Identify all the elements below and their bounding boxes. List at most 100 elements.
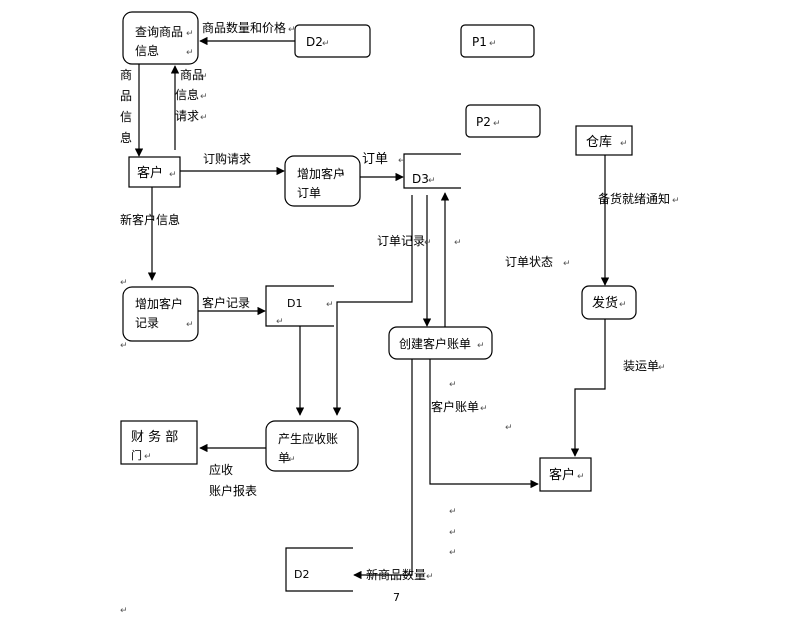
process-add-order-line2: 订单 bbox=[297, 186, 321, 200]
flow-product-request-line-3: 请求 bbox=[175, 109, 199, 123]
paragraph-mark-icon: ↵ bbox=[398, 156, 406, 166]
flow-product-info-char-1: 商 bbox=[120, 67, 132, 82]
paragraph-mark-icon: ↵ bbox=[426, 572, 434, 582]
flow-receivable-report-label: 应收 账户报表 bbox=[209, 462, 257, 498]
paragraph-mark-icon: ↵ bbox=[493, 119, 501, 129]
flow-customer-record-label: 客户记录 bbox=[202, 295, 250, 310]
process-query-product-line1: 查询商品 bbox=[135, 24, 183, 39]
paragraph-mark-icon: ↵ bbox=[477, 341, 485, 351]
paragraph-mark-icon: ↵ bbox=[505, 423, 513, 433]
datastore-d3[interactable]: D3 bbox=[403, 153, 461, 189]
paragraph-mark-icon: ↵ bbox=[672, 196, 680, 206]
process-p1[interactable]: P1 bbox=[460, 24, 535, 58]
entity-customer-bottom[interactable]: 客户 bbox=[539, 457, 592, 492]
datastore-d2-top[interactable]: D2 bbox=[294, 24, 371, 58]
paragraph-mark-icon: ↵ bbox=[658, 363, 666, 373]
paragraph-mark-icon: ↵ bbox=[186, 48, 194, 58]
paragraph-mark-icon: ↵ bbox=[424, 238, 432, 248]
entity-customer-top-label: 客户 bbox=[137, 165, 163, 181]
flow-order-label: 订单 bbox=[362, 152, 388, 167]
flow-shipping-note-label: 装运单 bbox=[623, 359, 659, 373]
flow-qty-price-label: 商品数量和价格 bbox=[202, 20, 286, 35]
datastore-d3-label: D3 bbox=[412, 172, 429, 186]
flow-ready-notice-label: 备货就绪通知 bbox=[598, 191, 670, 206]
flow-customer-bill-label: 客户账单 bbox=[431, 399, 479, 414]
process-shipping-label: 发货 bbox=[592, 295, 618, 311]
paragraph-mark-icon: ↵ bbox=[619, 300, 627, 310]
flow-customer-bill-arrow bbox=[429, 359, 539, 489]
paragraph-mark-icon: ↵ bbox=[169, 170, 177, 180]
paragraph-mark-icon: ↵ bbox=[120, 341, 128, 351]
flow-d3-to-receivable-arrow bbox=[332, 195, 413, 416]
flow-product-info-char-3: 信 bbox=[120, 110, 132, 124]
datastore-d2-top-label: D2 bbox=[306, 35, 323, 49]
paragraph-mark-icon: ↵ bbox=[577, 472, 585, 482]
process-add-customer-record[interactable]: 增加客户 记录 bbox=[122, 286, 199, 342]
flow-product-info-label: 商 品 信 息 bbox=[120, 67, 132, 145]
flow-receivable-report-line-1: 应收 bbox=[209, 462, 233, 477]
page-number: 7 bbox=[393, 591, 400, 604]
flow-receivable-report-line-2: 账户报表 bbox=[209, 483, 257, 498]
entity-finance[interactable]: 财 务 部 门 bbox=[120, 420, 198, 465]
paragraph-mark-icon: ↵ bbox=[200, 92, 208, 102]
process-add-customer-record-line1: 增加客户 bbox=[135, 296, 183, 311]
paragraph-mark-icon: ↵ bbox=[144, 452, 152, 462]
process-p2[interactable]: P2 bbox=[465, 104, 541, 138]
paragraph-mark-icon: ↵ bbox=[326, 300, 334, 310]
paragraph-mark-icon: ↵ bbox=[428, 176, 436, 186]
datastore-d2-bottom-label: D2 bbox=[294, 568, 309, 581]
flow-order-record-label: 订单记录 bbox=[377, 234, 425, 248]
paragraph-mark-icon: ↵ bbox=[322, 39, 330, 49]
paragraph-mark-icon: ↵ bbox=[454, 238, 462, 248]
flow-shipping-note-arrow bbox=[570, 319, 606, 457]
paragraph-mark-icon: ↵ bbox=[449, 548, 457, 558]
paragraph-mark-icon: ↵ bbox=[563, 259, 571, 269]
paragraph-mark-icon: ↵ bbox=[120, 278, 128, 288]
paragraph-mark-icon: ↵ bbox=[288, 455, 296, 465]
flow-product-info-char-2: 品 bbox=[120, 89, 132, 103]
paragraph-mark-icon: ↵ bbox=[120, 606, 128, 616]
process-shipping[interactable]: 发货 bbox=[581, 285, 637, 320]
entity-warehouse[interactable]: 仓库 bbox=[575, 125, 633, 156]
flow-order-request-label: 订购请求 bbox=[203, 151, 251, 166]
paragraph-mark-icon: ↵ bbox=[449, 507, 457, 517]
flow-order-status-label: 订单状态 bbox=[505, 255, 553, 269]
process-create-bill-label: 创建客户账单 bbox=[399, 336, 471, 351]
process-generate-receivable-line2: 单 bbox=[278, 451, 290, 465]
flow-product-request-label: 商品 信息 请求 bbox=[175, 67, 204, 123]
entity-finance-line1: 财 务 部 bbox=[131, 429, 178, 445]
paragraph-mark-icon: ↵ bbox=[186, 29, 194, 39]
datastore-d1-label: D1 bbox=[287, 297, 302, 310]
flow-product-request-line-1: 商品 bbox=[180, 67, 204, 82]
process-p1-label: P1 bbox=[472, 35, 487, 49]
flow-new-product-qty-label: 新商品数量 bbox=[366, 567, 426, 582]
paragraph-marks: ↵ ↵ ↵ ↵ ↵ ↵ ↵ ↵ ↵ ↵ ↵ ↵ ↵ ↵ ↵ ↵ ↵ ↵ ↵ ↵ … bbox=[120, 25, 680, 616]
flow-product-request-line-2: 信息 bbox=[175, 87, 199, 102]
flow-new-customer-info-label: 新客户信息 bbox=[120, 212, 180, 227]
process-add-order[interactable]: 增加客户 订单 bbox=[284, 155, 361, 207]
datastore-d2-bottom[interactable]: D2 bbox=[285, 547, 353, 592]
paragraph-mark-icon: ↵ bbox=[288, 25, 296, 35]
process-p2-label: P2 bbox=[476, 115, 491, 129]
process-add-customer-record-line2: 记录 bbox=[135, 316, 159, 330]
process-create-bill[interactable]: 创建客户账单 bbox=[388, 326, 493, 360]
paragraph-mark-icon: ↵ bbox=[338, 171, 346, 181]
flow-new-product-qty-arrow bbox=[353, 359, 413, 580]
entity-customer-top[interactable]: 客户 bbox=[128, 156, 181, 188]
process-add-order-line1: 增加客户 bbox=[297, 166, 345, 181]
paragraph-mark-icon: ↵ bbox=[186, 320, 194, 330]
paragraph-mark-icon: ↵ bbox=[276, 317, 284, 327]
process-generate-receivable-line1: 产生应收账 bbox=[278, 431, 338, 446]
paragraph-mark-icon: ↵ bbox=[480, 404, 488, 414]
paragraph-mark-icon: ↵ bbox=[620, 139, 628, 149]
entity-customer-bottom-label: 客户 bbox=[549, 467, 575, 483]
entity-finance-line2: 门 bbox=[131, 448, 142, 462]
flow-product-info-char-4: 息 bbox=[120, 130, 132, 145]
process-query-product[interactable]: 查询商品 信息 bbox=[122, 11, 199, 65]
process-generate-receivable[interactable]: 产生应收账 单 bbox=[265, 420, 359, 472]
process-query-product-line2: 信息 bbox=[135, 43, 159, 58]
paragraph-mark-icon: ↵ bbox=[449, 528, 457, 538]
entity-warehouse-label: 仓库 bbox=[586, 134, 612, 150]
paragraph-mark-icon: ↵ bbox=[200, 113, 208, 123]
